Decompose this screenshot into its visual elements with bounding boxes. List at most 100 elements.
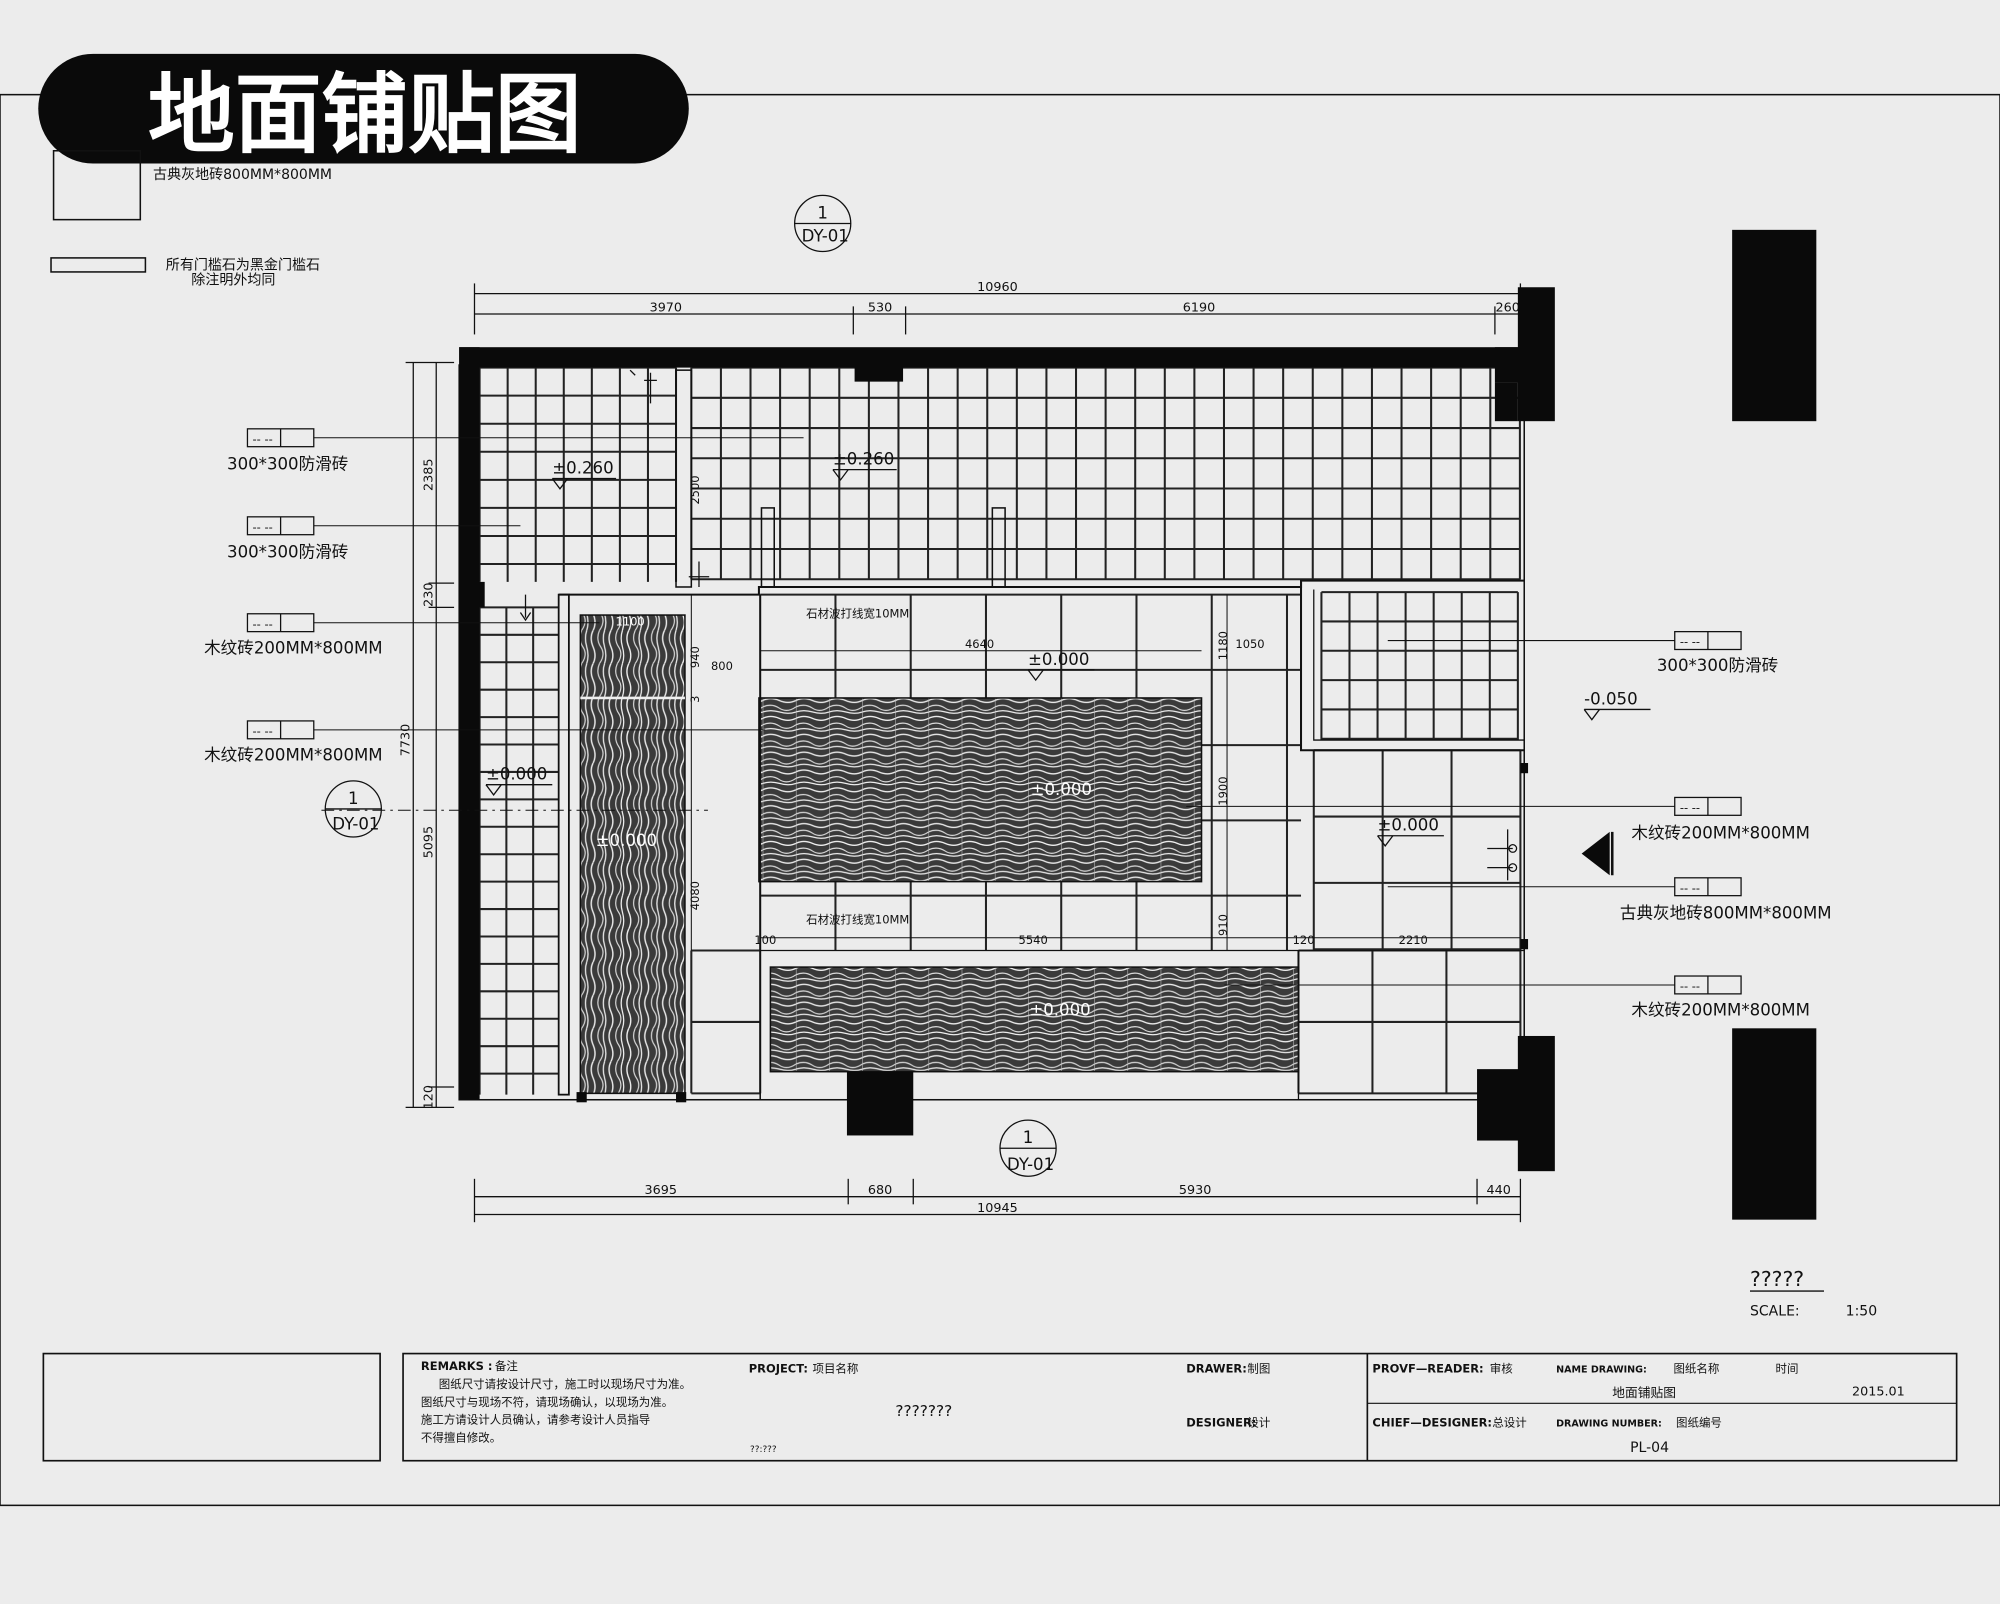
dim-label: 10960 xyxy=(977,280,1018,295)
material-tag: -- -- 300*300防滑砖 xyxy=(1387,630,1778,675)
reader-value: 审核 xyxy=(1490,1362,1513,1376)
legend-tile-note: 古典灰地砖800MM*800MM xyxy=(153,167,332,183)
designer-value: 设计 xyxy=(1247,1415,1270,1429)
floor-plan: ±0.260 ±0.260 ±0.000 ±0.000 ±0.000 ±0.00… xyxy=(458,287,1651,1172)
section-mark: 1 DY-01 xyxy=(794,194,852,253)
svg-text:-- --: -- -- xyxy=(1680,881,1700,895)
dim-label: 5540 xyxy=(1019,933,1048,947)
number-text: PL-04 xyxy=(1630,1440,1669,1456)
dim-label: 940 xyxy=(688,646,702,668)
wood-tile-area xyxy=(769,966,1300,1073)
dim-label: 800 xyxy=(711,659,733,673)
level-mark: ±0.000 xyxy=(1031,780,1092,799)
material-tag: -- -- 300*300防滑砖 xyxy=(227,516,521,562)
sheet-frame xyxy=(0,93,2000,1507)
dim-label: 680 xyxy=(868,1183,892,1198)
material-tag: -- -- 木纹砖200MM*800MM xyxy=(1224,975,1810,1020)
title-block: REMARKS : 备注 图纸尺寸请按设计尺寸，施工时以现场尺寸为准。 图纸尺寸… xyxy=(42,1352,1958,1462)
legend-door-note: 所有门槛石为黑金门槛石 xyxy=(166,257,320,273)
svg-text:300*300防滑砖: 300*300防滑砖 xyxy=(1657,656,1778,675)
dim-label: 3970 xyxy=(650,300,682,315)
svg-text:-- --: -- -- xyxy=(1680,635,1700,649)
remarks-line: 不得擅自修改。 xyxy=(421,1431,501,1445)
dim-label: 120 xyxy=(421,1085,436,1109)
date-label: 时间 xyxy=(1776,1362,1799,1376)
material-tag: -- -- 古典灰地砖800MM*800MM xyxy=(1387,877,1832,923)
svg-text:DY-01: DY-01 xyxy=(332,814,379,833)
svg-text:1: 1 xyxy=(348,789,359,808)
dim-label: 2210 xyxy=(1399,933,1428,947)
drawer-value: 制图 xyxy=(1247,1362,1270,1376)
dim-label: 4640 xyxy=(965,637,994,651)
level-mark: ±0.260 xyxy=(833,450,894,469)
material-tag: -- -- 木纹砖200MM*800MM xyxy=(1186,796,1810,842)
inner-note: 石材波打线宽10MM xyxy=(806,607,909,621)
dim-label: 1180 xyxy=(1216,631,1230,660)
section-mark: 1 DY-01 xyxy=(324,780,383,838)
svg-text:-- --: -- -- xyxy=(1680,979,1700,993)
designer-label: DESIGNER: xyxy=(1186,1415,1256,1429)
svg-text:1: 1 xyxy=(1023,1128,1034,1147)
wall-block xyxy=(1732,229,1817,422)
dim-label: 7730 xyxy=(398,724,413,756)
wood-tile-area xyxy=(758,697,1203,883)
inner-note: 石材波打线宽10MM xyxy=(806,913,909,927)
dim-label: 4080 xyxy=(688,881,702,910)
number-label: DRAWING NUMBER: xyxy=(1556,1418,1662,1429)
level-markers: ±0.260 ±0.260 ±0.000 ±0.000 ±0.000 ±0.00… xyxy=(485,450,1651,1020)
material-tags-left: -- -- 300*300防滑砖 -- -- 300*300防滑砖 -- -- … xyxy=(204,428,804,764)
dim-label: 440 xyxy=(1487,1183,1511,1198)
svg-text:木纹砖200MM*800MM: 木纹砖200MM*800MM xyxy=(1631,1001,1810,1020)
dimension-top: 10960 3970 530 6190 260 xyxy=(473,280,1522,335)
dim-label: 1050 xyxy=(1235,637,1264,651)
project-name: ??????? xyxy=(895,1402,952,1420)
level-mark: ±0.000 xyxy=(1028,650,1089,669)
svg-text:木纹砖200MM*800MM: 木纹砖200MM*800MM xyxy=(204,638,383,657)
scale-block: ????? SCALE: 1:50 xyxy=(1750,1267,1877,1319)
level-mark: ±0.000 xyxy=(486,765,547,784)
material-tag: -- -- 木纹砖200MM*800MM xyxy=(204,613,600,657)
dim-label: 260 xyxy=(1495,300,1519,315)
dim-label: 3 xyxy=(688,696,702,703)
svg-text:DY-01: DY-01 xyxy=(1007,1155,1054,1174)
scale-value: 1:50 xyxy=(1846,1303,1877,1319)
remarks-line: 施工方请设计人员确认，请参考设计人员指导 xyxy=(421,1413,650,1427)
project-label: PROJECT: xyxy=(749,1362,808,1376)
svg-text:-- --: -- -- xyxy=(1680,800,1700,814)
dimension-left: 7730 2385 230 5095 120 xyxy=(398,361,455,1109)
project-foot: ??:??? xyxy=(750,1445,777,1455)
svg-text:1: 1 xyxy=(817,203,828,222)
legend: 古典灰地砖800MM*800MM 所有门槛石为黑金门槛石 除注明外均同 xyxy=(50,150,332,289)
scale-label: SCALE: xyxy=(1750,1303,1800,1319)
dim-label: 2500 xyxy=(688,475,702,504)
level-mark: ±0.260 xyxy=(552,458,613,477)
page-title: 地面铺贴图 xyxy=(148,64,582,165)
level-mark: ±0.000 xyxy=(1029,1001,1090,1020)
name-drawing-value: 图纸名称 xyxy=(1673,1362,1719,1376)
inner-dimensions: 石材波打线宽10MM 石材波打线宽10MM 2500 940 3 4080 11… xyxy=(616,475,1521,951)
title-banner: 地面铺贴图 xyxy=(38,53,689,165)
project-value: 项目名称 xyxy=(813,1362,859,1376)
drawer-label: DRAWER: xyxy=(1186,1362,1247,1376)
remarks-value: 备注 xyxy=(495,1359,518,1373)
section-marks: 1 DY-01 1 DY-01 1 DY-01 xyxy=(324,194,1057,1177)
section-mark: 1 DY-01 xyxy=(999,1119,1057,1177)
remarks-line: 图纸尺寸请按设计尺寸，施工时以现场尺寸为准。 xyxy=(439,1377,691,1391)
svg-text:木纹砖200MM*800MM: 木纹砖200MM*800MM xyxy=(204,745,383,764)
chief-value: 总设计 xyxy=(1492,1415,1526,1429)
svg-text:-- --: -- -- xyxy=(253,617,273,631)
material-tag: -- -- 300*300防滑砖 xyxy=(227,428,804,474)
svg-text:300*300防滑砖: 300*300防滑砖 xyxy=(227,455,348,474)
level-mark: -0.050 xyxy=(1584,689,1637,708)
remarks-label: REMARKS : xyxy=(421,1359,493,1373)
dim-label: 120 xyxy=(1293,933,1315,947)
number-value: 图纸编号 xyxy=(1676,1415,1722,1429)
dim-label: 3695 xyxy=(644,1183,676,1198)
dim-label: 6190 xyxy=(1183,300,1215,315)
name-drawing-label: NAME DRAWING: xyxy=(1556,1365,1647,1376)
dim-label: 1100 xyxy=(616,614,645,628)
scale-name: ????? xyxy=(1750,1267,1804,1291)
legend-door-note-2: 除注明外均同 xyxy=(191,273,275,289)
level-mark: ±0.000 xyxy=(596,831,657,850)
